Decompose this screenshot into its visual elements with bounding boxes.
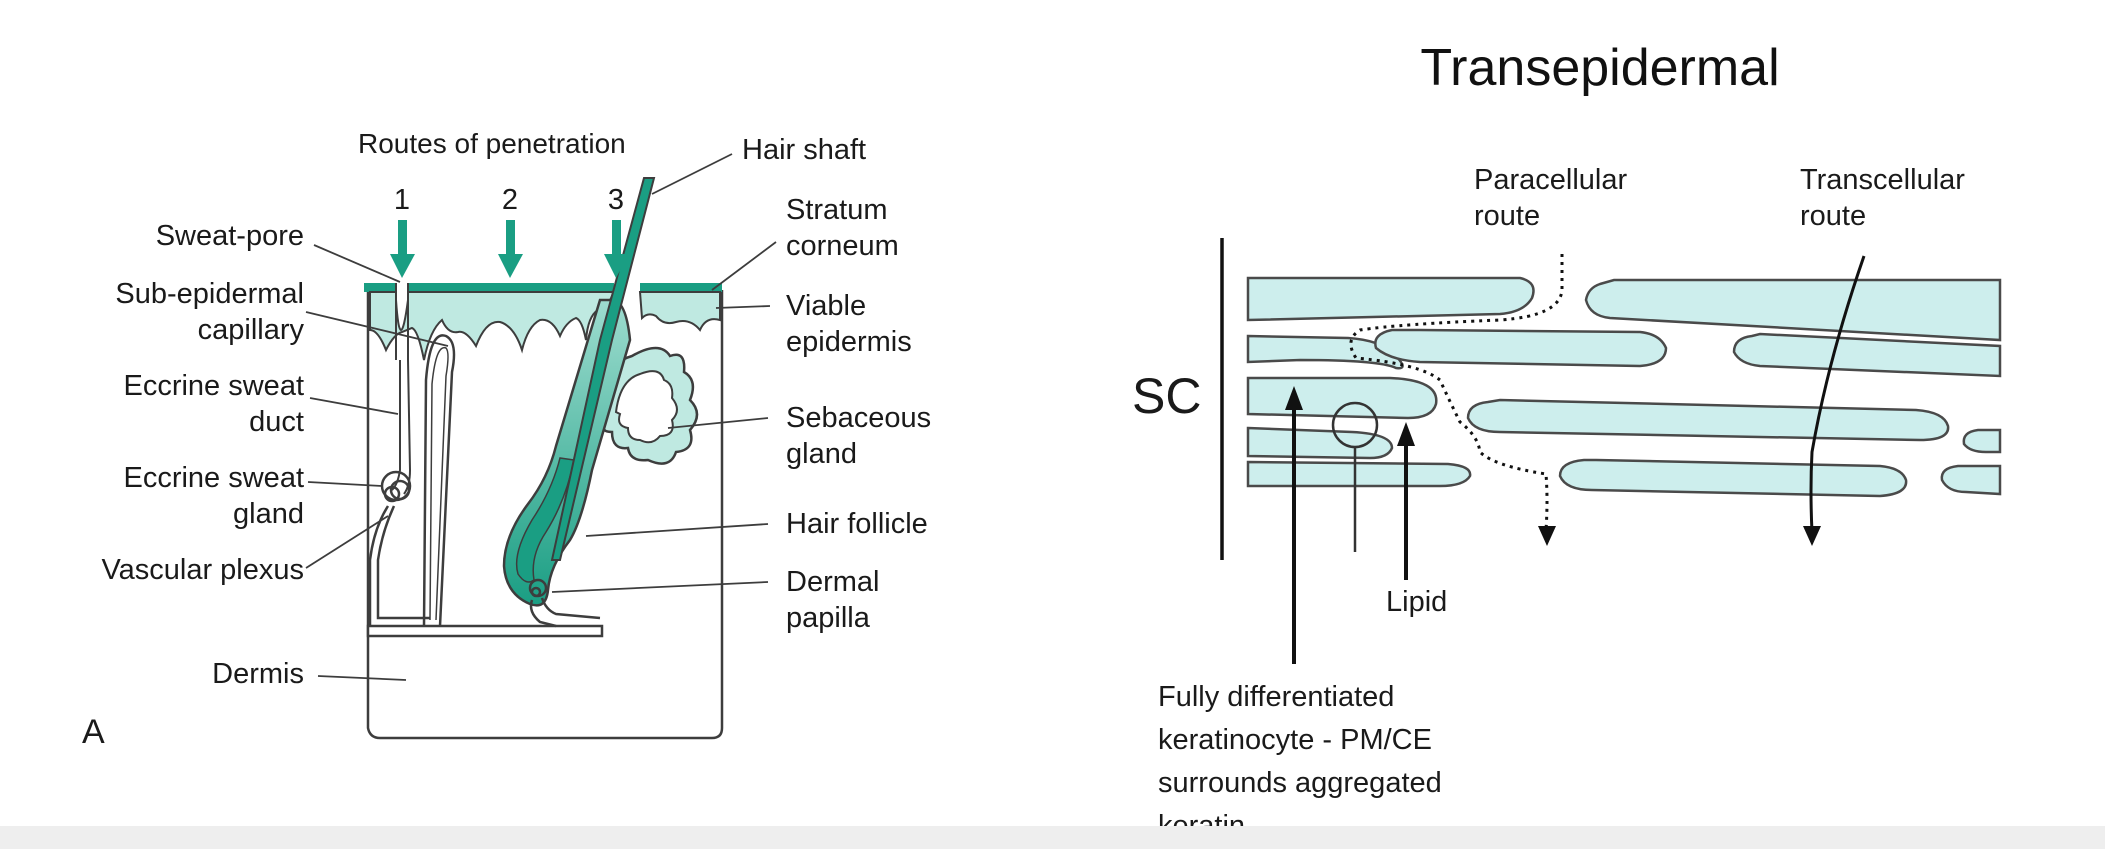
hair-follicle-inner xyxy=(515,457,575,583)
transcellular-route-path xyxy=(1809,255,1866,533)
label-viable-epidermis: Viable epidermis xyxy=(786,290,912,358)
sc-label: SC xyxy=(1132,368,1202,424)
keratinocyte-note: Fully differentiated keratinocyte - PM/C… xyxy=(1158,681,1442,842)
label-eccrine-sweat-duct: Eccrine sweat duct xyxy=(123,370,304,438)
label-hair-follicle: Hair follicle xyxy=(786,508,928,540)
panel-letter-a: A xyxy=(82,713,105,751)
paracellular-route-label: Paracellular route xyxy=(1474,164,1628,232)
label-dermis: Dermis xyxy=(212,658,304,690)
transcellular-route-label: Transcellular route xyxy=(1800,164,1965,232)
sweat-pore-channel xyxy=(395,283,409,360)
paracellular-route-path xyxy=(1349,254,1564,531)
route-number-1: 1 xyxy=(393,184,411,216)
label-dermal-papilla: Dermal papilla xyxy=(786,566,880,634)
label-sub-epidermal-capillary: Sub-epidermal capillary xyxy=(115,278,304,346)
dermal-vessel-horizontal xyxy=(366,624,604,638)
transepidermal-title: Transepidermal xyxy=(1420,39,1780,97)
dermal-papilla xyxy=(528,578,601,628)
lipid-marker xyxy=(1331,401,1379,552)
route-arrow-3 xyxy=(604,220,629,278)
skin-block-outline xyxy=(366,290,724,740)
route-arrow-2 xyxy=(498,220,523,278)
paracellular-route-arrowhead xyxy=(1538,526,1556,546)
label-stratum-corneum: Stratum corneum xyxy=(786,194,899,262)
transcellular-route-arrowhead xyxy=(1803,526,1821,546)
bottom-bar xyxy=(0,826,2105,849)
vascular-plexus xyxy=(368,505,430,626)
route-number-3: 3 xyxy=(607,184,625,216)
route-arrow-1 xyxy=(390,220,415,278)
label-eccrine-sweat-gland: Eccrine sweat gland xyxy=(123,462,304,530)
sub-epidermal-capillary-loop xyxy=(422,334,456,627)
label-hair-shaft: Hair shaft xyxy=(742,134,867,166)
hair-shaft xyxy=(550,177,656,561)
route-number-2: 2 xyxy=(501,184,519,216)
label-sebaceous-gland: Sebaceous gland xyxy=(786,402,932,470)
label-vascular-plexus: Vascular plexus xyxy=(101,554,304,586)
skin-cross-section-diagram xyxy=(305,153,777,740)
lipid-label: Lipid xyxy=(1386,586,1448,618)
eccrine-sweat-gland xyxy=(380,470,412,503)
label-sweat-pore: Sweat-pore xyxy=(155,220,304,252)
keratinocyte-pointer-arrowhead xyxy=(1285,386,1303,410)
leader-lines xyxy=(305,153,777,681)
viable-epidermis xyxy=(369,291,616,361)
routes-of-penetration-heading: Routes of penetration xyxy=(358,128,626,159)
stratum-corneum-band xyxy=(364,283,722,292)
lipid-pointer-arrowhead xyxy=(1397,422,1415,446)
lipid-matrix xyxy=(1248,278,2000,490)
viable-epidermis-right xyxy=(638,291,721,332)
corneocyte-cells xyxy=(1246,276,2002,498)
